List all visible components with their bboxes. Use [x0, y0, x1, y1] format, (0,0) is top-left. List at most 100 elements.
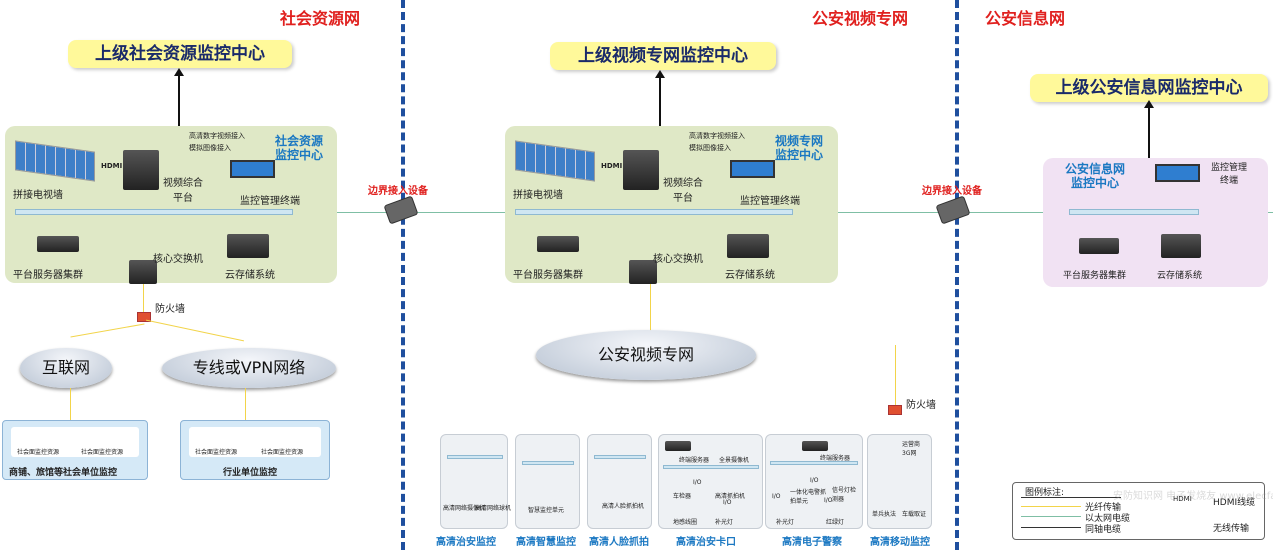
front-label: 高清人脸抓拍	[589, 537, 649, 548]
resource-label: 社会面监控资源	[17, 449, 60, 456]
video-wall-label: 拼接电视墙	[13, 190, 63, 201]
item-label: 全景摄像机	[719, 457, 750, 464]
item-label: 车载取证	[902, 511, 927, 518]
core-switch-label: 核心交换机	[653, 254, 703, 265]
link	[70, 323, 145, 338]
upper-video-center: 上级视频专网监控中心	[550, 42, 776, 70]
firewall-label: 防火墙	[906, 400, 936, 411]
vpn-cloud: 专线或VPN网络	[162, 348, 336, 388]
storage-label: 云存储系统	[225, 270, 275, 281]
uplink-arrow	[655, 70, 665, 126]
storage-icon	[227, 234, 269, 258]
front-box-4: 终端服务器 I/O 一体化电警抓拍单元 信号灯检测器 I/O I/O 补光灯 红…	[765, 434, 863, 529]
firewall-icon	[137, 312, 151, 322]
terminal-icon	[230, 160, 275, 178]
video-platform-icon	[123, 150, 159, 190]
item-label: 智慧监控单元	[528, 507, 565, 514]
front-box-3: 终端服务器 全景摄像机 I/O 车检器 高清抓拍机 I/O 地感线圈 补光灯	[658, 434, 763, 529]
item-label: I/O	[810, 477, 819, 484]
item-label: I/O	[824, 497, 833, 504]
item-label: 地感线圈	[673, 519, 698, 526]
resource-label: 社会面监控资源	[261, 449, 304, 456]
divider-1	[401, 0, 405, 550]
hdmi-label: HDMI	[101, 162, 123, 170]
core-switch-icon	[129, 260, 157, 284]
industry-unit-box: 社会面监控资源 社会面监控资源 行业单位监控	[180, 420, 330, 480]
video-platform-icon	[623, 150, 659, 190]
center-title: 监控中心	[1071, 176, 1120, 190]
storage-icon	[1161, 234, 1201, 258]
section-social: 社会资源网	[280, 9, 361, 28]
front-box-0: 高清网络摄像机高清网络球机	[440, 434, 511, 529]
boundary-label: 边界接入设备	[368, 186, 428, 197]
item-label: I/O	[693, 479, 702, 486]
legend-ethernet: 以太网电缆	[1085, 514, 1131, 524]
item-label: 高清人脸抓拍机	[602, 503, 645, 510]
box-label: 行业单位监控	[223, 468, 278, 478]
item-label: 补光灯	[715, 519, 734, 526]
terminal-label: 监控管理	[1211, 163, 1248, 173]
terminal-icon	[730, 160, 775, 178]
divider-2	[955, 0, 959, 550]
terminal-label: 监控管理终端	[240, 196, 300, 207]
item-label: I/O	[723, 499, 732, 506]
platform-label: 平台	[173, 193, 193, 204]
center-title: 监控中心	[775, 148, 824, 162]
center-title: 视频专网	[775, 134, 824, 148]
legend-wireless: 无线传输	[1213, 524, 1250, 534]
item-label: 补光灯	[776, 519, 795, 526]
servers-label: 平台服务器集群	[1063, 271, 1127, 281]
info-center-panel: 公安信息网监控中心 监控管理终端 平台服务器集群 云存储系统	[1043, 158, 1268, 287]
link	[650, 284, 651, 334]
firewall-icon	[888, 405, 902, 415]
video-wall-icon	[15, 140, 95, 182]
legend-coax: 同轴电缆	[1085, 525, 1122, 535]
section-video: 公安视频专网	[812, 9, 909, 28]
item-label: 高清抓拍机	[715, 493, 746, 500]
front-label: 高清智慧监控	[516, 537, 576, 548]
boundary-device-icon	[935, 195, 971, 225]
legend-hdmi: HDMI线缆	[1213, 498, 1256, 508]
server-icon	[1079, 238, 1119, 254]
front-box-2: 高清人脸抓拍机	[587, 434, 652, 529]
center-title: 监控中心	[275, 148, 324, 162]
center-title: 公安信息网	[1065, 162, 1126, 176]
storage-icon	[727, 234, 769, 258]
upper-info-center: 上级公安信息网监控中心	[1030, 74, 1268, 102]
server-icon	[37, 236, 79, 252]
front-label: 高清电子警察	[782, 537, 842, 548]
link	[145, 319, 245, 342]
item-label: 单兵执法	[872, 511, 897, 518]
upper-social-center: 上级社会资源监控中心	[68, 40, 292, 68]
social-center-panel: 拼接电视墙 HDMI 视频综合平台 高清数字视频接入 模拟图像接入 监控管理终端…	[5, 126, 337, 284]
platform-label: 视频综合	[663, 178, 703, 189]
hd-input-label: 高清数字视频接入	[189, 132, 245, 140]
storage-label: 云存储系统	[725, 270, 775, 281]
storage-label: 云存储系统	[1157, 271, 1203, 281]
social-unit-box: 社会面监控资源 社会面监控资源 商铺、旅馆等社会单位监控	[2, 420, 148, 480]
item-label: 运营商3G网	[902, 441, 921, 457]
resource-label: 社会面监控资源	[81, 449, 124, 456]
box-label: 商铺、旅馆等社会单位监控	[9, 468, 118, 478]
video-wall-icon	[515, 140, 595, 182]
platform-label: 平台	[673, 193, 693, 204]
section-info: 公安信息网	[985, 9, 1066, 28]
front-label: 高清治安监控	[436, 537, 496, 548]
uplink-arrow	[174, 68, 184, 126]
analog-input-label: 模拟图像接入	[189, 144, 231, 152]
legend-title: 图例标注:	[1025, 488, 1065, 498]
legend: 图例标注: 光纤传输 以太网电缆 同轴电缆 HDMI HDMI线缆 无线传输 安…	[1012, 482, 1273, 540]
video-center-panel: 拼接电视墙 HDMI 视频综合平台 高清数字视频接入 模拟图像接入 监控管理终端…	[505, 126, 838, 284]
analog-input-label: 模拟图像接入	[689, 144, 731, 152]
uplink-arrow	[1144, 100, 1154, 162]
item-label: 终端服务器	[820, 455, 851, 462]
terminal-label: 监控管理终端	[740, 196, 800, 207]
item-label: 高清网络摄像机	[443, 505, 486, 512]
center-title: 社会资源	[275, 134, 324, 148]
front-box-1: 智慧监控单元	[515, 434, 580, 529]
item-label: I/O	[772, 493, 781, 500]
boundary-device-icon	[383, 195, 419, 225]
lan-bus	[1069, 209, 1199, 215]
watermark: 安防知识网 电子发烧友 www.elecfans.com	[1113, 491, 1273, 502]
lan-bus	[515, 209, 793, 215]
